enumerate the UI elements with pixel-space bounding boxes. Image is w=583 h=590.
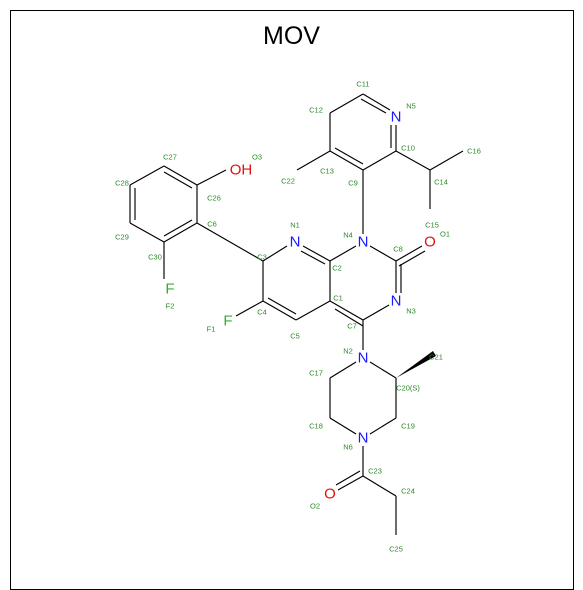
atom-symbol: N xyxy=(290,234,301,251)
atom-index-label: C12 xyxy=(309,106,323,115)
bond xyxy=(362,304,390,321)
bond xyxy=(362,475,397,497)
bond xyxy=(329,417,357,435)
bond xyxy=(395,150,431,171)
atom-index-label: C11 xyxy=(356,80,369,89)
atom-index-label: N6 xyxy=(343,443,353,452)
atom-symbol: N xyxy=(358,234,369,251)
atom-index-label: C30 xyxy=(148,253,162,262)
bond xyxy=(398,250,426,267)
atom-symbol: F xyxy=(223,313,232,330)
bond xyxy=(267,297,297,315)
bond xyxy=(429,150,464,171)
atom-layer: N N N N N N O O OH F F xyxy=(165,109,435,503)
atom-index-label: C3 xyxy=(257,253,267,262)
bond xyxy=(300,250,326,265)
bond xyxy=(329,150,364,171)
atom-symbol: O xyxy=(324,486,336,503)
atom-symbol: N xyxy=(358,350,369,367)
bond xyxy=(129,165,165,186)
atom-index-label: C9 xyxy=(348,179,358,188)
bond xyxy=(337,475,364,491)
bond-layer xyxy=(129,93,464,535)
atom-index-label: C26 xyxy=(207,194,221,203)
atom-symbol: O xyxy=(424,234,436,251)
atom-index-label: O2 xyxy=(310,502,320,511)
atom-index-label: C27 xyxy=(163,153,177,162)
bond xyxy=(262,245,288,262)
atom-symbol: N xyxy=(391,109,402,126)
atom-index-label: C25 xyxy=(389,545,403,554)
wedge-bond xyxy=(396,351,436,378)
atom-index-label: N1 xyxy=(290,221,300,230)
bond xyxy=(362,93,391,111)
bond xyxy=(335,470,361,486)
bond xyxy=(262,300,297,321)
bond xyxy=(369,361,397,379)
bond xyxy=(163,219,193,237)
atom-index-label: F1 xyxy=(207,325,216,334)
atom-index-label: C16 xyxy=(467,147,481,156)
atom-index-label: N3 xyxy=(406,307,416,316)
bond xyxy=(163,171,193,189)
diagram-frame xyxy=(10,10,574,590)
bond xyxy=(296,150,331,171)
bond xyxy=(329,93,364,114)
bond xyxy=(369,417,397,435)
atom-index-label: N2 xyxy=(343,347,353,356)
atom-index-label: C23 xyxy=(368,467,382,476)
bond xyxy=(163,222,198,243)
atom-symbol: N xyxy=(391,293,402,310)
atom-index-label: C29 xyxy=(115,233,129,242)
atom-symbol: N xyxy=(358,430,369,447)
bond xyxy=(334,147,364,165)
atom-index-label: C2 xyxy=(332,264,342,273)
molecule-title: MOV xyxy=(263,22,320,50)
atom-index-label: C18 xyxy=(309,422,323,431)
atom-symbol: OH xyxy=(230,162,253,179)
bond xyxy=(235,300,264,317)
atom-index-label: C19 xyxy=(401,422,415,431)
atom-index-label: C10 xyxy=(401,144,415,153)
bond xyxy=(360,98,387,114)
atom-index-label: C8 xyxy=(393,245,403,254)
atom-index-label: N5 xyxy=(406,102,416,111)
atom-index-label: C24 xyxy=(401,487,415,496)
bond xyxy=(329,361,357,379)
atom-index-label: C6 xyxy=(207,220,217,229)
atom-index-label: C13 xyxy=(320,167,334,176)
bond xyxy=(129,222,165,243)
bond xyxy=(196,169,227,186)
atom-index-label: C22 xyxy=(281,177,295,186)
atom-index-label: C4 xyxy=(257,308,267,317)
atom-index-label: C20(S) xyxy=(396,384,420,393)
atom-index-label: C28 xyxy=(115,179,129,188)
atom-index-label: F2 xyxy=(166,302,175,311)
bond xyxy=(334,308,364,327)
bond xyxy=(369,245,397,262)
bond xyxy=(362,150,397,171)
bond xyxy=(163,165,198,186)
atom-index-label: C15 xyxy=(425,221,439,230)
atom-index-label: O1 xyxy=(440,230,450,239)
atom-index-label: N4 xyxy=(343,231,353,240)
bond xyxy=(329,300,364,321)
atom-index-label: C1 xyxy=(333,294,343,303)
atom-index-label: O3 xyxy=(252,153,262,162)
atom-symbol: F xyxy=(165,281,174,298)
atom-index-label: C17 xyxy=(309,369,323,378)
bond xyxy=(196,222,264,262)
bond xyxy=(302,245,331,262)
bond xyxy=(295,300,331,321)
atom-index-label: C5 xyxy=(290,332,300,341)
bond xyxy=(329,245,357,262)
atom-index-label: C21 xyxy=(429,353,443,362)
atom-index-label: C14 xyxy=(434,178,448,187)
atom-index-label: C7 xyxy=(347,322,357,331)
bond xyxy=(395,245,423,262)
